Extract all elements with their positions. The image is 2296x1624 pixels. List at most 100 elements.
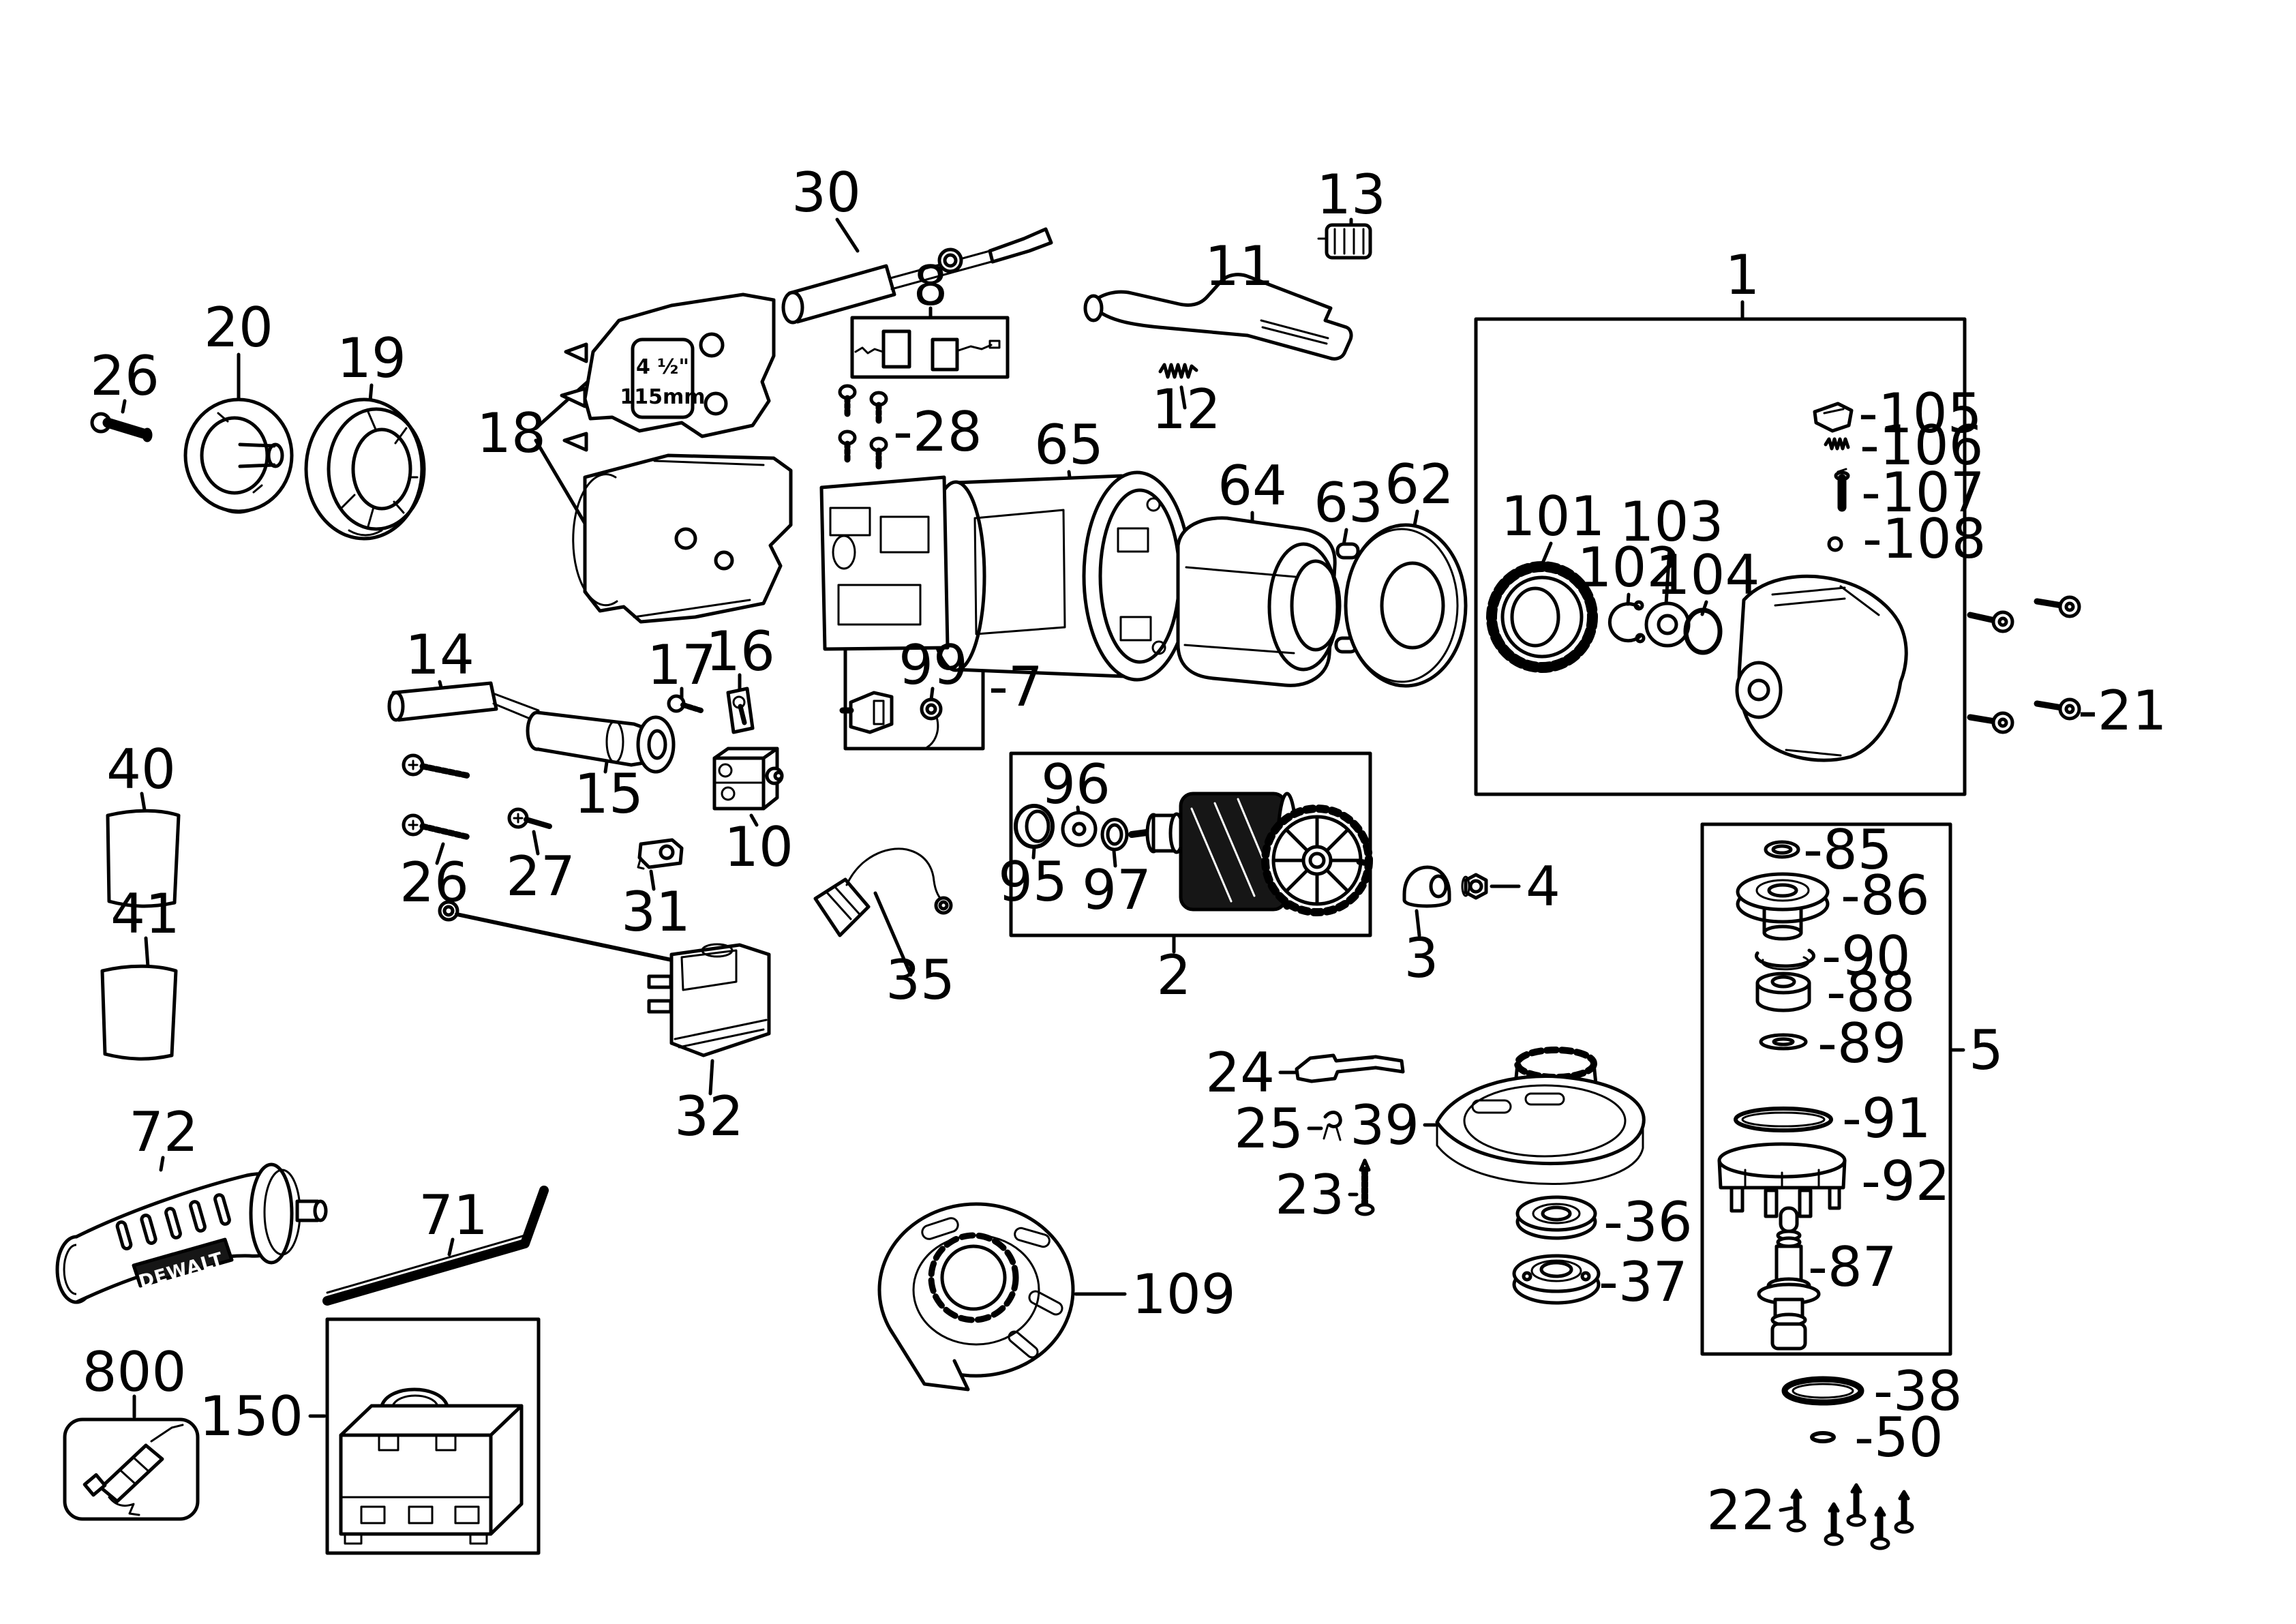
callout-91: -91	[1842, 1087, 1931, 1150]
callout-18: 18	[477, 402, 546, 465]
oring-104	[1683, 607, 1723, 655]
housing-18-lower	[572, 453, 793, 624]
callout-15: 15	[574, 762, 644, 826]
housing-size-marking: 4 ½"	[636, 355, 689, 379]
callout-85: -85	[1803, 818, 1892, 882]
callout-7: -7	[988, 655, 1043, 719]
screws-22	[1786, 1483, 1914, 1550]
callout-32: 32	[674, 1085, 744, 1148]
callout-104: 104	[1656, 543, 1760, 607]
callout-5: 5	[1969, 1019, 2004, 1082]
callout-28: -28	[893, 400, 982, 464]
callout-2: 2	[1157, 944, 1192, 1007]
ring-95	[1014, 804, 1055, 849]
callout-26-top: 26	[90, 344, 160, 408]
callout-25: 25	[1234, 1097, 1303, 1160]
trigger-lever-11	[1083, 273, 1353, 361]
retaining-ring-102	[1607, 600, 1646, 644]
callout-14: 14	[405, 623, 474, 687]
collar-86	[1736, 872, 1830, 941]
cordset-32	[438, 900, 771, 1057]
callout-27: 27	[506, 845, 575, 908]
screw-27	[507, 807, 552, 829]
callout-30: 30	[791, 161, 861, 224]
callout-1: 1	[1725, 243, 1760, 307]
washer-96	[1061, 811, 1098, 847]
callout-108: -108	[1862, 507, 1987, 571]
field-64	[1176, 516, 1342, 687]
callout-95: 95	[998, 850, 1068, 914]
washer-89	[1759, 1033, 1808, 1051]
callout-96: 96	[1041, 753, 1111, 816]
callout-37: -37	[1599, 1250, 1688, 1314]
callout-88: -88	[1826, 961, 1916, 1024]
callout-3: 3	[1404, 927, 1439, 990]
bearing-88	[1755, 972, 1811, 1012]
callout-36: -36	[1603, 1190, 1693, 1254]
callout-86: -86	[1841, 864, 1930, 927]
side-handle-72: DEWALT	[55, 1162, 328, 1304]
screws-21	[1967, 595, 2081, 734]
callout-103: 103	[1620, 490, 1724, 554]
screws-28	[838, 384, 888, 472]
callout-106: -106	[1860, 414, 1984, 477]
retaining-ring-90	[1755, 948, 1815, 971]
kit-box-150	[339, 1387, 524, 1545]
grease-syringe-800	[82, 1424, 184, 1516]
lever-24	[1295, 1053, 1405, 1083]
box-kit-150	[325, 1317, 541, 1555]
slider-button-13	[1317, 223, 1372, 260]
callout-13: 13	[1316, 163, 1386, 226]
callout-105: -105	[1858, 382, 1982, 445]
ring-85	[1764, 840, 1800, 859]
lock-button-105	[1813, 402, 1854, 433]
callout-11: 11	[1205, 235, 1274, 298]
fan-cover-20	[183, 397, 294, 514]
spindle-87	[1757, 1206, 1821, 1351]
box-gear-head-1	[1474, 317, 1967, 796]
oring-38	[1781, 1376, 1864, 1406]
callout-labels: 26 20 19 18 30 8 -28 13 11 12 65 64 63 6…	[82, 161, 2167, 1542]
callout-63: 63	[1314, 471, 1383, 535]
nut-4	[1461, 873, 1488, 900]
housing-mm-marking: 115mm	[620, 385, 705, 409]
screw-17	[667, 694, 704, 713]
housing-cover-18-upper: 4 ½" 115mm	[560, 292, 776, 452]
box-grease-800	[63, 1417, 200, 1521]
switch-module-65	[819, 475, 950, 651]
callout-97: 97	[1082, 858, 1151, 922]
pinion-3	[1402, 865, 1451, 908]
callout-38: -38	[1873, 1359, 1963, 1423]
callout-31: 31	[621, 880, 691, 944]
callout-107: -107	[1861, 461, 1985, 524]
box-spindle-kit-5	[1700, 822, 1952, 1356]
callout-21: -21	[2078, 679, 2167, 742]
clip-25	[1323, 1111, 1342, 1141]
callout-99: 99	[898, 633, 968, 697]
callout-65: 65	[1034, 413, 1104, 477]
callout-35: 35	[886, 948, 955, 1012]
callout-23: 23	[1275, 1163, 1344, 1227]
callout-4: 4	[1526, 855, 1560, 918]
callout-64: 64	[1218, 454, 1287, 517]
callout-102: 102	[1577, 536, 1682, 599]
callout-24: 24	[1205, 1041, 1275, 1104]
spring-106	[1824, 437, 1850, 451]
callout-40: 40	[106, 738, 176, 801]
callout-17: 17	[647, 633, 716, 697]
spring-12	[1158, 363, 1198, 379]
armature-2	[1014, 792, 1373, 916]
end-cover-62	[1344, 523, 1468, 688]
switch-10	[712, 747, 784, 811]
callout-41: 41	[110, 882, 180, 946]
callout-39: 39	[1350, 1094, 1419, 1157]
callout-19: 19	[337, 327, 406, 390]
callout-71: 71	[419, 1184, 488, 1247]
plate-16	[726, 687, 755, 734]
wheel-guard-109	[877, 1202, 1075, 1392]
callout-87: -87	[1808, 1235, 1897, 1299]
callout-22: 22	[1706, 1479, 1776, 1542]
callout-109: 109	[1132, 1263, 1236, 1326]
